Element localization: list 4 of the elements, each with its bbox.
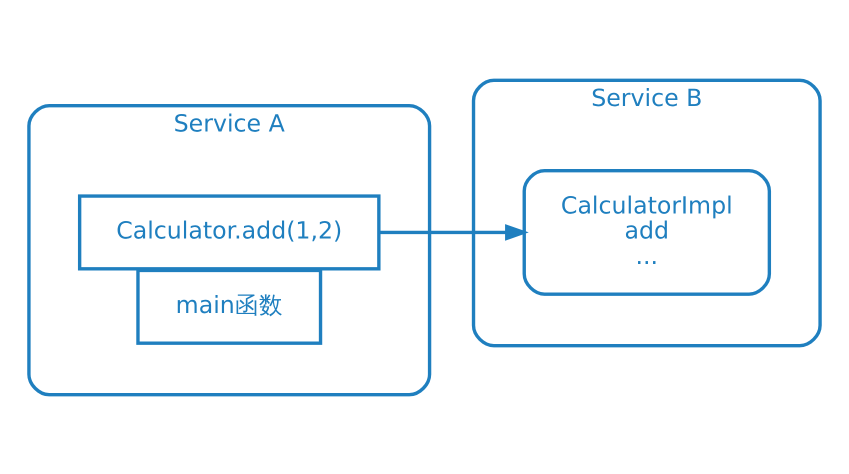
node-box: main函数 <box>136 268 322 344</box>
node-box: CalculatorImpl add ... <box>522 168 772 296</box>
node-box: Calculator.add(1,2) <box>78 194 381 270</box>
arrow <box>379 224 529 240</box>
